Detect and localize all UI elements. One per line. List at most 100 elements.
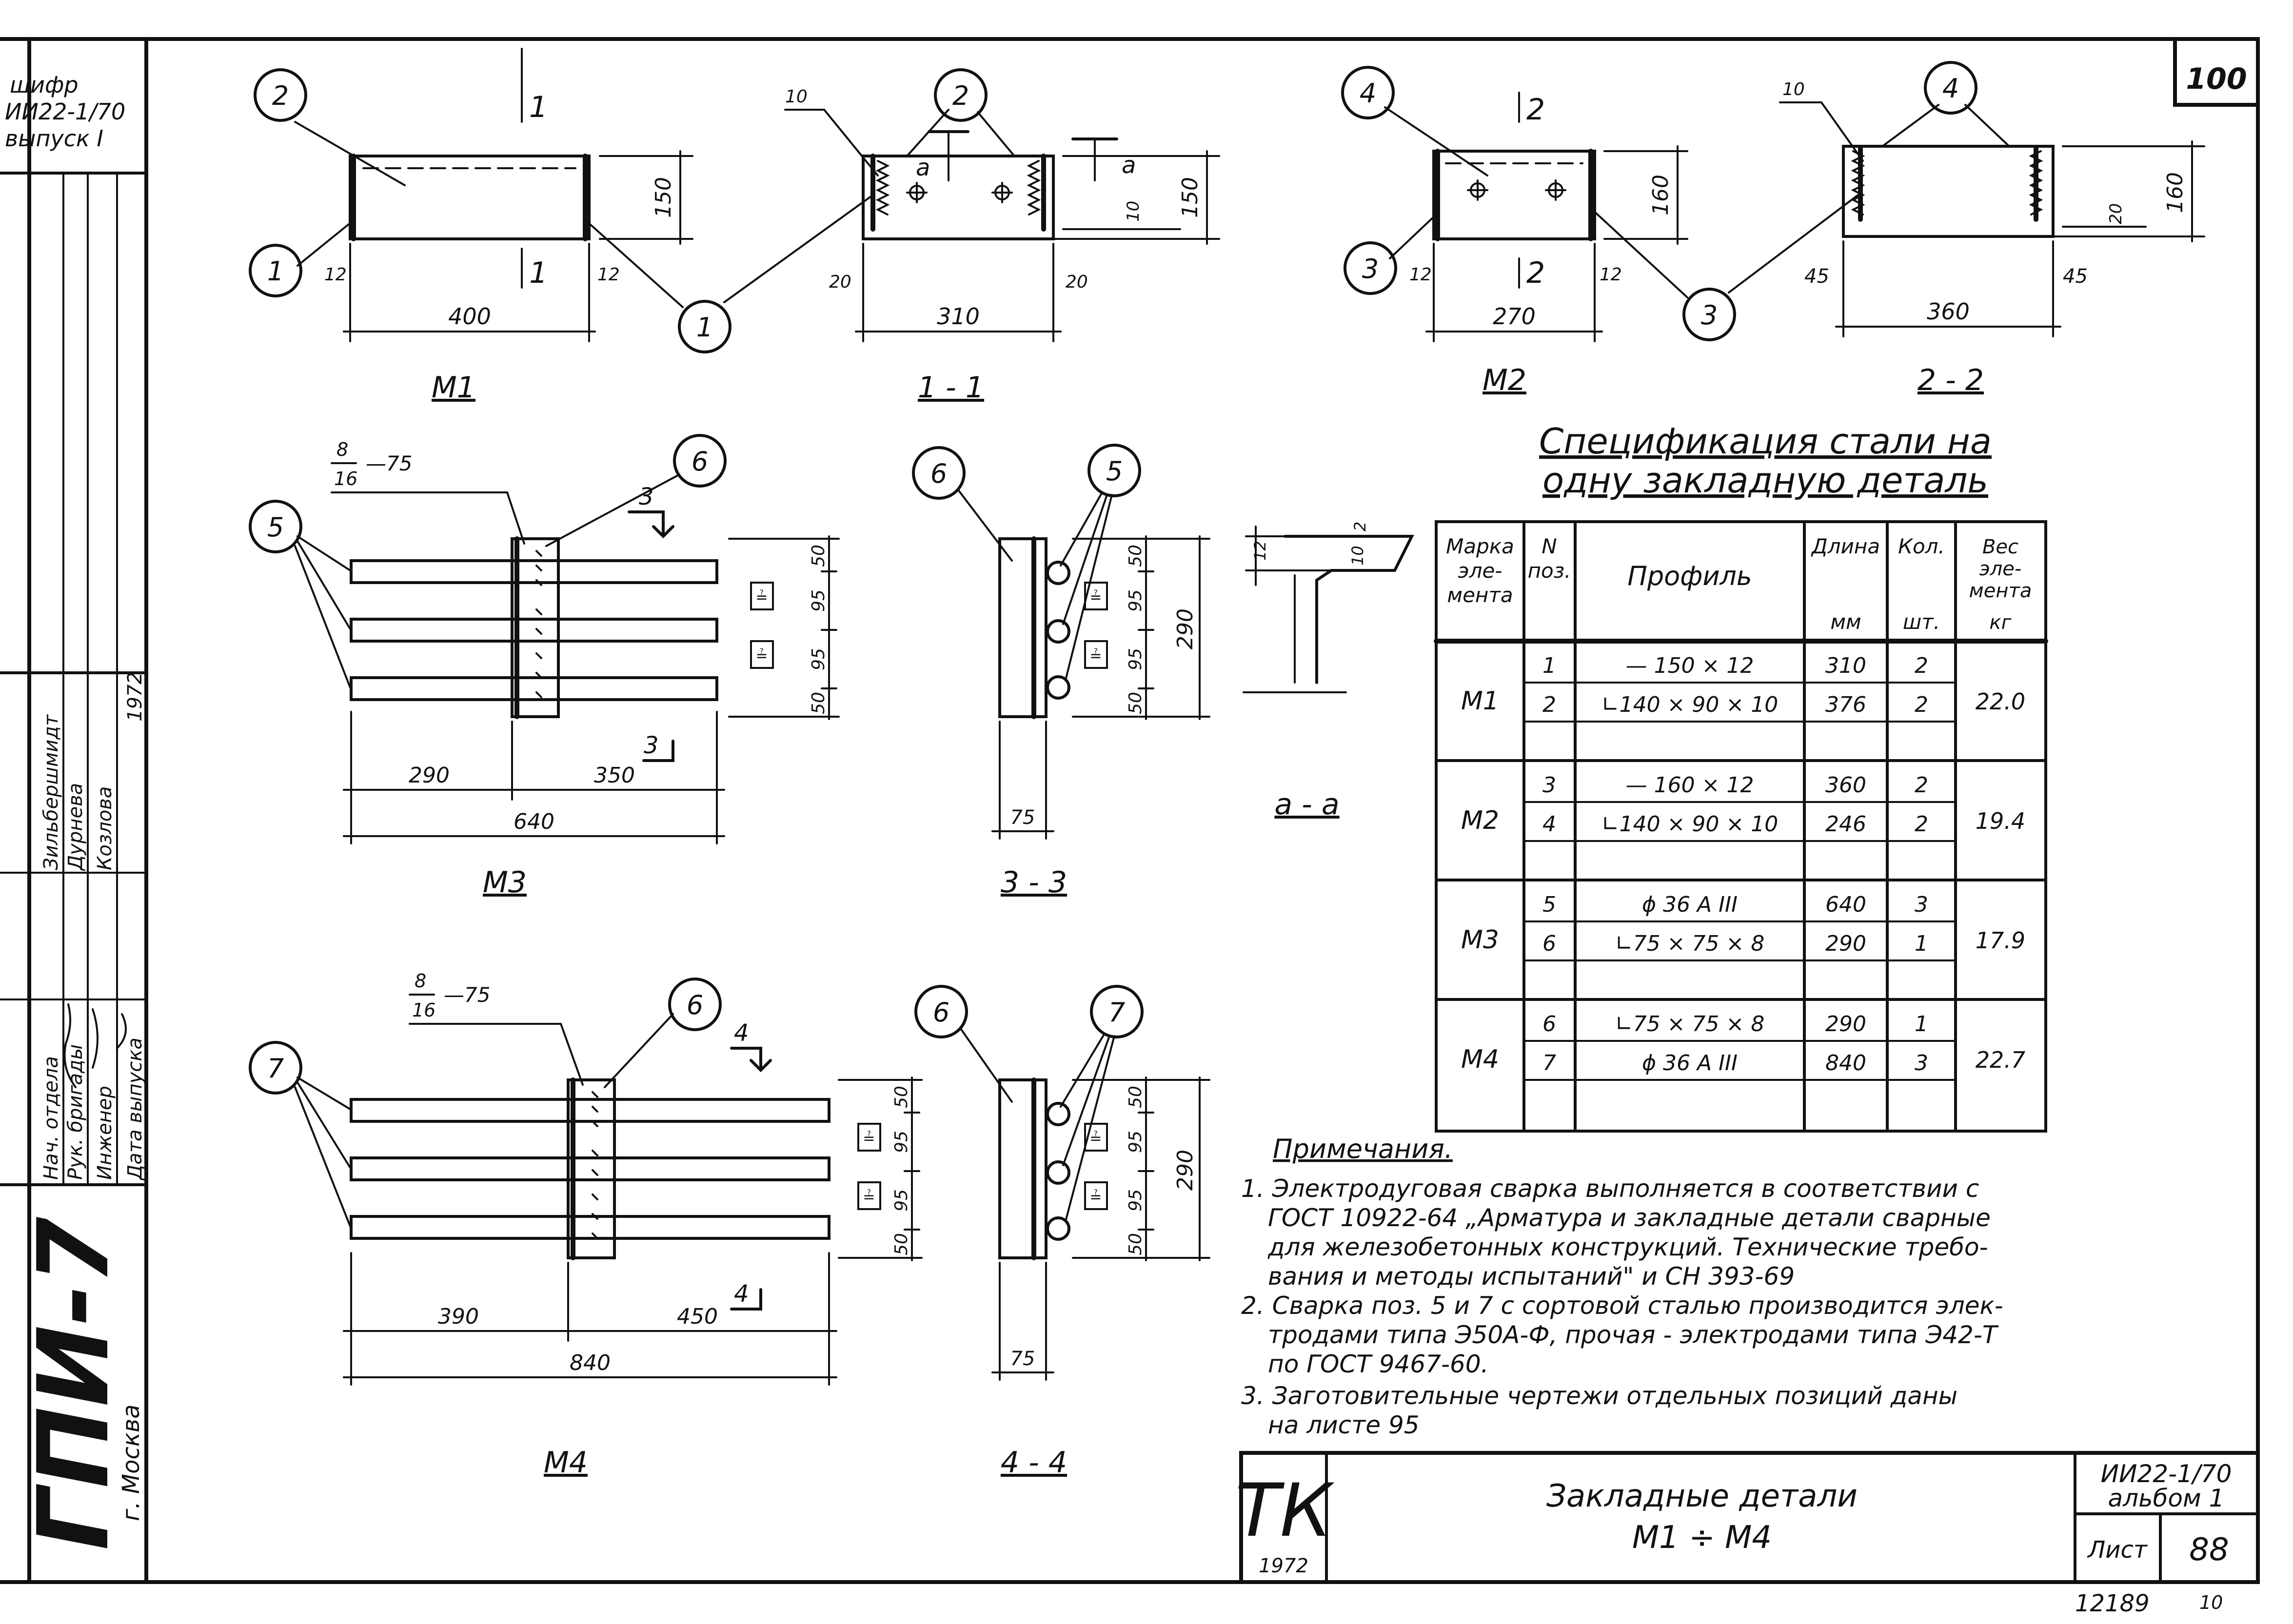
- notes-heading: Примечания.: [1273, 1134, 1453, 1164]
- spec-pos: 1: [1542, 653, 1556, 678]
- s1-weld-size: 10: [785, 87, 808, 107]
- spec-header-length: Длина: [1811, 534, 1880, 558]
- sheet-corner-number: 100: [2186, 62, 2247, 96]
- spec-pos: 6: [1542, 1012, 1556, 1037]
- m3-weld-bot: 16: [334, 468, 357, 489]
- notes-line-9: на листе 95: [1268, 1411, 1420, 1439]
- spec-qty: 2: [1915, 773, 1928, 798]
- m3-caption: М3: [483, 865, 527, 900]
- stamp-line-2: ИИ22-1/70: [5, 98, 125, 125]
- s4-dim-s2: 95: [1126, 1131, 1146, 1153]
- s2-dim-edge-right: 45: [2063, 265, 2088, 288]
- s3-weld-sym-2: ≟: [1089, 647, 1102, 665]
- m2-section-bottom: 2: [1526, 256, 1545, 290]
- notes-line-4: вания и методы испытаний" и СН 393-69: [1268, 1262, 1795, 1291]
- spec-section: Спецификация стали на одну закладную дет…: [1434, 421, 2048, 1133]
- spec-profile: — 160 × 12: [1626, 773, 1754, 798]
- s1-dim-gap: 10: [1124, 201, 1143, 222]
- m4-dim-right: 450: [677, 1304, 718, 1329]
- s4-dim-s4: 50: [1126, 1233, 1146, 1255]
- stamp-signatures: [63, 1003, 127, 1088]
- spec-length: 376: [1825, 692, 1866, 717]
- m1-dim-width: 400: [448, 303, 491, 330]
- view-section-4-4: 75 50 95 95 50 290 ≟ ≟ 6 7 4 - 4: [914, 985, 1210, 1480]
- aa-dim-t1: 12: [1251, 541, 1269, 561]
- spec-mark-m3: М3: [1461, 925, 1499, 955]
- spec-header-pos-1: N: [1542, 534, 1557, 558]
- stamp-line-1: шифр: [10, 72, 79, 98]
- stamp-org: ГПИ-7: [17, 1217, 131, 1550]
- view-section-1-1: а а 150 10 310 20 20 10 2 1 - 1: [723, 68, 1220, 405]
- view-m2-plan: 2 2 160 270 12 12 4 3 3 М2: [1341, 66, 1736, 397]
- spec-pos: 5: [1542, 892, 1556, 917]
- m4-dim-total: 840: [570, 1350, 611, 1375]
- m4-weld-sym-2: ≟: [863, 1189, 875, 1206]
- spec-length: 840: [1825, 1051, 1866, 1076]
- notes-line-7: по ГОСТ 9467-60.: [1268, 1350, 1489, 1378]
- s3-dim-height: 290: [1173, 608, 1198, 649]
- spec-pos: 3: [1542, 773, 1556, 798]
- spec-header-weight-3: мента: [1969, 580, 2032, 602]
- m4-weld-top: 8: [415, 970, 426, 992]
- m2-dim-height: 160: [1648, 175, 1673, 215]
- s4-dim-height: 290: [1173, 1150, 1198, 1191]
- m3-weld-top: 8: [336, 439, 348, 460]
- m1-dim-edge-right: 12: [597, 265, 620, 285]
- title-block: ТК 1972 Закладные детали М1 ÷ М4 ИИ22-1/…: [1235, 1451, 2260, 1584]
- m4-weld-len: —75: [444, 983, 490, 1007]
- m2-callout-4: 4: [1360, 78, 1376, 109]
- spec-weight-m2: 19.4: [1976, 808, 2025, 834]
- m3-dim-s1: 50: [809, 545, 829, 567]
- m4-dim-s1: 50: [891, 1086, 911, 1108]
- spec-profile: ϕ 36 А III: [1642, 1051, 1738, 1076]
- m3-weld-sym-2: ≟: [755, 647, 768, 665]
- stamp-name-1: Зильбершмидт: [40, 714, 62, 870]
- aa-dim-t3: 10: [1348, 546, 1367, 566]
- s4-weld-sym-1: ≟: [1089, 1130, 1102, 1147]
- spec-length: 310: [1825, 653, 1866, 678]
- view-m1-plan: 1 1 150 400 12 12 2 1 1 М1: [249, 48, 731, 405]
- spec-mark-m4: М4: [1461, 1045, 1499, 1074]
- spec-qty: 1: [1915, 1012, 1928, 1037]
- notes-line-1: 1. Электродуговая сварка выполняется в с…: [1241, 1174, 1979, 1203]
- notes-line-2: ГОСТ 10922-64 „Арматура и закладные дета…: [1268, 1204, 1991, 1232]
- m1-section-top: 1: [529, 90, 548, 124]
- album-number: альбом 1: [2108, 1484, 2225, 1512]
- m3-dim-left: 290: [409, 763, 450, 788]
- tk-logo: ТК: [1235, 1468, 1335, 1553]
- s2-callout-4: 4: [1942, 73, 1959, 104]
- m3-dim-right: 350: [594, 763, 635, 788]
- spec-title-2: одну закладную деталь: [1542, 460, 1988, 501]
- view-section-a-a: 12 2 10 а - а: [1243, 522, 1414, 822]
- spec-title-1: Спецификация стали на: [1539, 421, 1992, 462]
- m4-callout-6: 6: [687, 990, 703, 1020]
- spec-header-mark-2: эле-: [1458, 559, 1502, 583]
- spec-mark-m2: М2: [1461, 806, 1499, 835]
- view-m4: 50 95 95 50 ≟ ≟ 390 450 840 8 16 —75 6 7…: [249, 970, 923, 1480]
- spec-header-mark-1: Марка: [1446, 534, 1514, 558]
- sheet-number: 88: [2189, 1532, 2229, 1568]
- s2-dim-height: 160: [2163, 172, 2188, 213]
- m4-section-bottom: 4: [734, 1280, 749, 1308]
- m2-caption: М2: [1483, 363, 1526, 397]
- spec-header-weight-1: Вес: [1982, 536, 2018, 558]
- m2-callout-3: 3: [1362, 254, 1379, 284]
- m3-weld-sym-1: ≟: [755, 589, 768, 606]
- spec-length: 640: [1825, 892, 1866, 917]
- m1-dim-edge-left: 12: [324, 265, 347, 285]
- m4-callout-7: 7: [267, 1053, 284, 1084]
- stamp-role-1: Нач. отдела: [40, 1056, 62, 1180]
- m1-dim-height: 150: [651, 177, 676, 218]
- spec-header-profile: Профиль: [1627, 561, 1752, 591]
- notes-line-5: 2. Сварка поз. 5 и 7 с сортовой сталью п…: [1241, 1291, 2003, 1320]
- notes: Примечания. 1. Электродуговая сварка вып…: [1241, 1134, 2003, 1439]
- drawing-frame: [144, 37, 2260, 1584]
- m3-callout-6: 6: [692, 446, 708, 477]
- spec-header-pos-2: поз.: [1528, 559, 1571, 583]
- s3-dim-width: 75: [1010, 806, 1035, 829]
- m4-dim-s2: 95: [891, 1131, 911, 1153]
- s3-dim-s4: 50: [1126, 692, 1146, 714]
- spec-length: 290: [1825, 931, 1866, 956]
- sheet-corner-box: 100: [2173, 37, 2260, 107]
- spec-profile: — 150 × 12: [1626, 653, 1754, 678]
